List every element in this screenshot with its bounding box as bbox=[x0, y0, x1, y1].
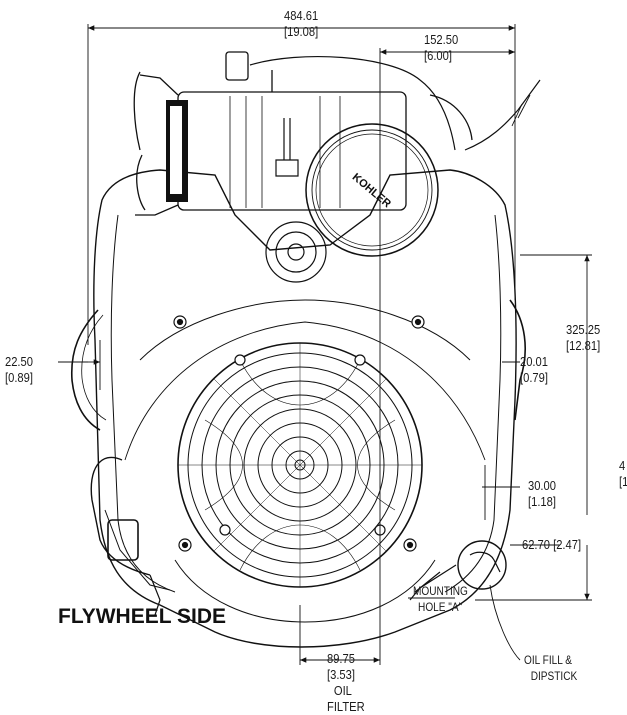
dim-right-offset-in: [0.79] bbox=[520, 370, 548, 385]
dim-lower-offset-mm: 30.00 bbox=[528, 478, 556, 493]
callout-oil-fill-line2: DIPSTICK bbox=[530, 669, 578, 683]
callout-mounting-hole-line2: HOLE "A" bbox=[418, 600, 463, 614]
dim-oil-filter-line2: FILTER bbox=[327, 699, 365, 714]
side-hoses bbox=[70, 299, 526, 616]
dim-oil-fill-text: 62.70 [2.47] bbox=[522, 537, 582, 552]
dim-oil-filter-in: [3.53] bbox=[327, 667, 355, 682]
callout-oil-fill-line1: OIL FILL & bbox=[524, 653, 572, 667]
dim-offset-right: 152.50 [6.00] bbox=[424, 32, 458, 64]
dim-right-offset: 20.01 [0.79] bbox=[520, 354, 548, 386]
dim-oil-filter-line1: OIL bbox=[333, 683, 352, 698]
dim-lower-offset-in: [1.18] bbox=[528, 494, 556, 509]
dim-left-offset: 22.50 [0.89] bbox=[5, 354, 33, 386]
dim-oil-fill: 62.70 [2.47] bbox=[522, 537, 581, 553]
dim-cut-off: 4 [1 bbox=[619, 458, 627, 490]
callout-mounting-hole: MOUNTING HOLE "A" bbox=[413, 583, 468, 615]
dim-overall-width-in: [19.08] bbox=[284, 24, 319, 39]
dim-lower-offset: 30.00 [1.18] bbox=[528, 478, 556, 510]
callout-mounting-hole-line1: MOUNTING bbox=[413, 584, 468, 598]
dim-cut-off-line1: 4 bbox=[619, 458, 626, 473]
dim-right-offset-mm: 20.01 bbox=[520, 354, 548, 369]
dim-overall-width-mm: 484.61 bbox=[284, 8, 319, 23]
dimension-lines bbox=[58, 24, 592, 665]
engine-outline bbox=[93, 169, 517, 648]
mounting-bolts bbox=[173, 315, 425, 552]
hub-assembly bbox=[265, 118, 327, 283]
brand-logo: KOHLER bbox=[350, 171, 393, 210]
dim-left-offset-in: [0.89] bbox=[5, 370, 33, 385]
oil-filter-canister bbox=[305, 123, 439, 257]
view-title: FLYWHEEL SIDE bbox=[58, 605, 227, 628]
dim-overall-width: 484.61 [19.08] bbox=[284, 8, 318, 40]
dim-height-upper-mm: 325.25 bbox=[566, 322, 601, 337]
dim-height-upper-in: [12.81] bbox=[566, 338, 601, 353]
dim-oil-filter: 89.75 [3.53] OIL FILTER bbox=[327, 651, 365, 715]
dim-left-offset-mm: 22.50 bbox=[5, 354, 33, 369]
dim-offset-right-in: [6.00] bbox=[424, 48, 452, 63]
dim-height-upper: 325.25 [12.81] bbox=[566, 322, 600, 354]
dim-offset-right-mm: 152.50 bbox=[424, 32, 459, 47]
dim-cut-off-line2: [1 bbox=[619, 474, 627, 489]
dipstick-assembly bbox=[409, 540, 507, 601]
flywheel-grille bbox=[177, 342, 423, 588]
dim-oil-filter-mm: 89.75 bbox=[327, 651, 355, 666]
air-cleaner bbox=[133, 51, 541, 216]
callout-oil-fill: OIL FILL & DIPSTICK bbox=[524, 652, 577, 684]
